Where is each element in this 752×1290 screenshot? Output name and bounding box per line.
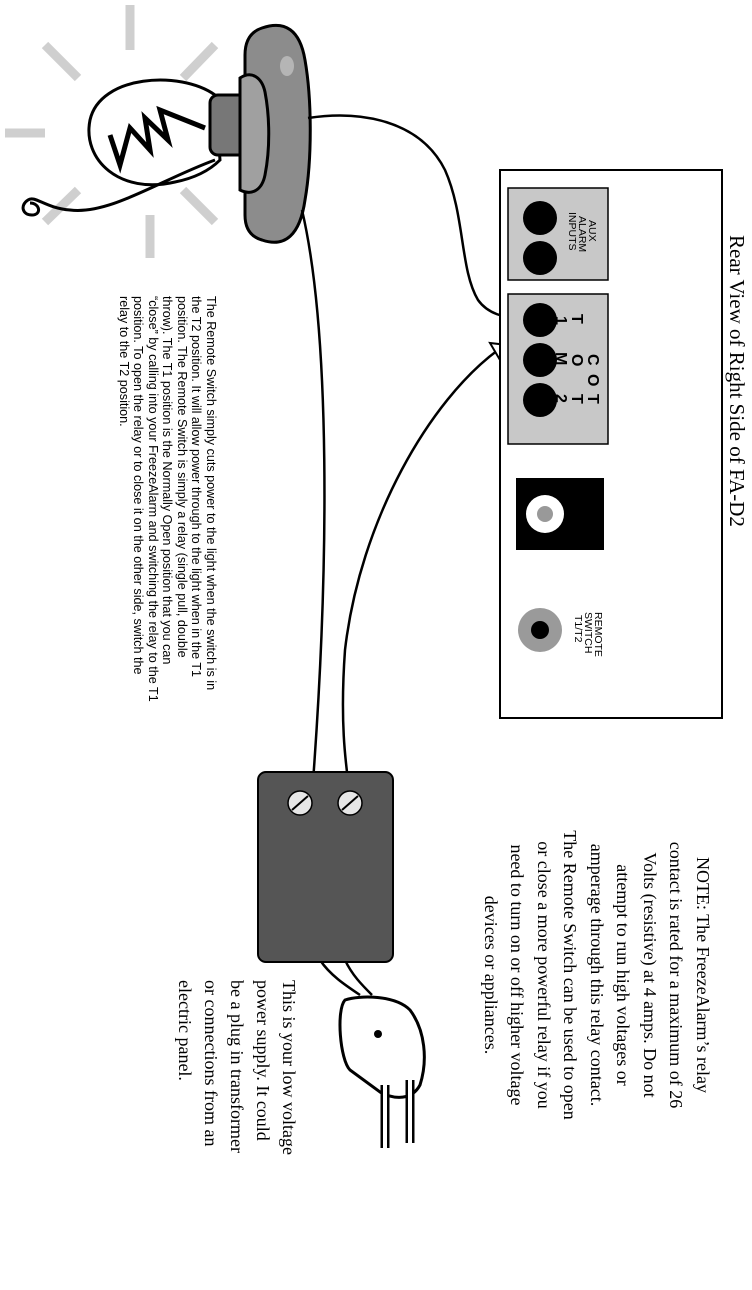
supply-line: electric panel. — [175, 980, 195, 1081]
diagram-graphics — [5, 5, 723, 1148]
power-supply-box — [257, 771, 394, 963]
remote-label-line2: SWITCH — [582, 612, 594, 654]
supply-line: be a plug in transformer — [227, 980, 247, 1153]
panel-title: Rear View of Right Side of FA-D2 — [725, 235, 749, 527]
note-line: NOTE: The FreezeAlarm’s relay — [693, 856, 713, 1094]
aux-terminal-2 — [523, 241, 557, 275]
remote-label-line3: T1/T2 — [572, 615, 584, 643]
supply-line: This is your low voltage — [279, 980, 299, 1155]
relay-rating-note: NOTE: The FreezeAlarm’s relay contact is… — [478, 725, 717, 1225]
supply-line: power supply. It could — [253, 980, 273, 1141]
relay-label-o: O — [584, 374, 601, 387]
lamp-socket-icon — [238, 23, 312, 244]
aux-label-line2: ALARM — [576, 216, 588, 253]
relay-label-1: 1 — [552, 316, 569, 325]
relay-terminal-t1 — [523, 303, 557, 337]
power-label-line2: PWR — [569, 508, 581, 533]
description-line: the T2 position. It will allow power thr… — [189, 296, 204, 678]
relay-terminal-t2 — [523, 383, 557, 417]
remote-switch-description: The Remote Switch simply cuts power to t… — [117, 296, 218, 796]
relay-terminal-com — [523, 343, 557, 377]
aux-label-line1: AUX — [586, 220, 598, 242]
power-label-line1: +12VDC — [579, 500, 591, 540]
relay-label-c: C — [584, 354, 601, 366]
wiring-diagram: Rear View of Right Side of FA-D2 AUX ALA… — [5, 5, 749, 1225]
aux-label-line3: INPUTS — [566, 212, 578, 251]
description-line: position. To open the relay or to close … — [131, 296, 146, 675]
light-rays-icon — [5, 5, 219, 258]
plug-icon — [338, 995, 426, 1148]
note-line: or close a more powerful relay if you — [534, 841, 554, 1109]
remote-jack-icon — [518, 608, 562, 652]
remote-label-line1: REMOTE — [592, 612, 604, 657]
relay-label-m: M — [552, 352, 569, 366]
light-bulb-icon — [21, 78, 254, 217]
relay-label-2: 2 — [552, 394, 569, 403]
note-line: The Remote Switch can be used to open — [560, 830, 581, 1120]
description-line: throw). The T1 position is the Normally … — [160, 296, 175, 665]
relay-label-t2-t: T — [568, 394, 585, 404]
aux-terminal-1 — [523, 201, 557, 235]
note-line: contact is rated for a maximum of 26 — [666, 841, 687, 1109]
relay-label-com-o: O — [568, 354, 585, 367]
power-supply-note: This is your low voltage power supply. I… — [172, 980, 302, 1290]
description-line: position. The Remote Switch is simply a … — [175, 296, 189, 658]
power-jack-icon — [516, 478, 604, 550]
note-line: amperage through this relay contact. — [587, 843, 607, 1107]
note-line: attempt to run high voltages or — [613, 864, 634, 1086]
description-line: The Remote Switch simply cuts power to t… — [204, 296, 218, 691]
description-line: “close” by calling into your FreezeAlarm… — [146, 296, 160, 702]
wires — [300, 114, 521, 997]
supply-line: or connections from an — [201, 980, 221, 1147]
relay-label-t: T — [584, 394, 601, 404]
note-line: Volts (resistive) at 4 amps. Do not — [640, 852, 660, 1098]
description-line: relay to the T2 position. — [117, 296, 131, 427]
relay-label-t1-t: T — [568, 314, 585, 324]
note-line: devices or appliances. — [481, 895, 501, 1055]
note-line: need to turn on or off higher voltage — [507, 844, 528, 1106]
